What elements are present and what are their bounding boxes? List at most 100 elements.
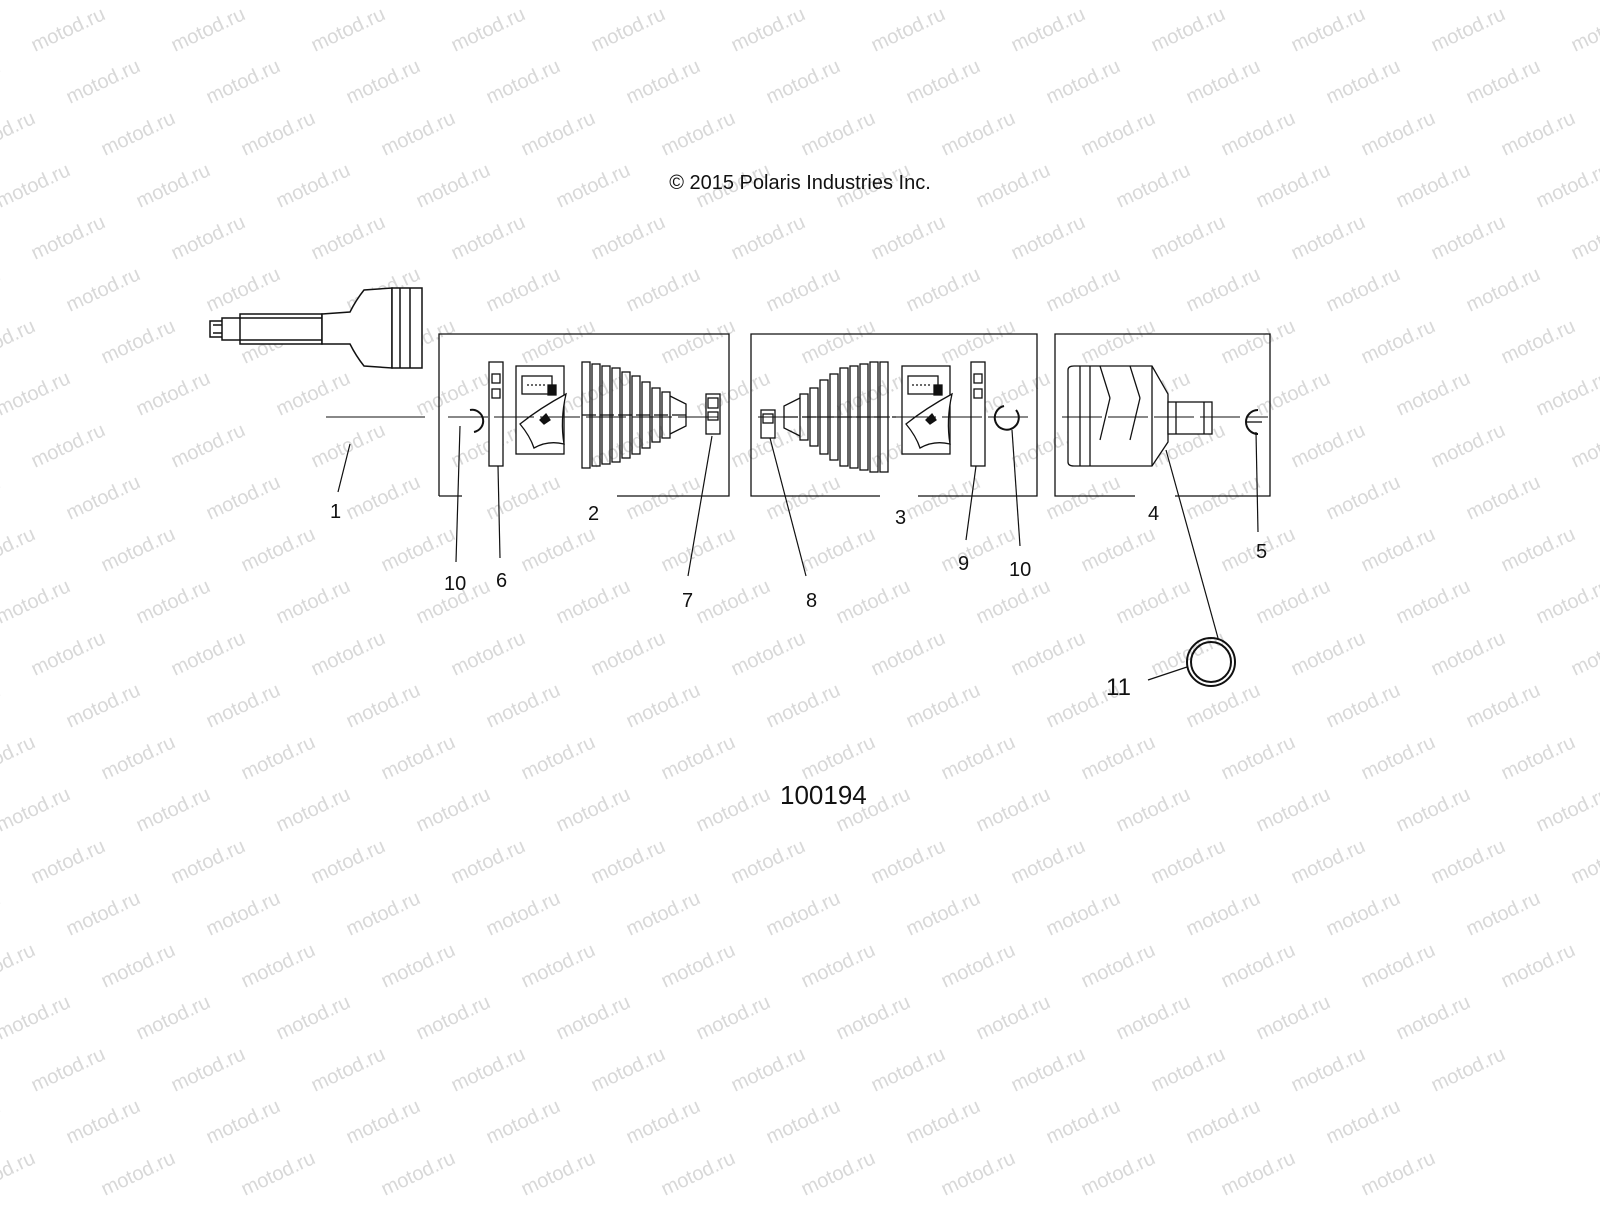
watermark-text: motod.ru	[343, 55, 424, 108]
watermark-text: motod.ru	[378, 523, 459, 576]
watermark-text: motod.ru	[1148, 3, 1229, 56]
watermark-text: motod.ru	[1393, 0, 1474, 5]
watermark-text: motod.ru	[203, 471, 284, 524]
watermark-text: motod.ru	[938, 315, 1019, 368]
watermark-text: motod.ru	[588, 1043, 669, 1096]
watermark-text: motod.ru	[1323, 263, 1404, 316]
watermark-text: motod.ru	[238, 939, 319, 992]
watermark-text: motod.ru	[1078, 523, 1159, 576]
watermark-text: motod.ru	[518, 523, 599, 576]
watermark-text: motod.ru	[903, 55, 984, 108]
watermark-text: motod.ru	[518, 939, 599, 992]
watermark-text: motod.ru	[518, 1147, 599, 1200]
watermark-text: motod.ru	[378, 107, 459, 160]
watermark-text: motod.ru	[0, 887, 4, 940]
watermark-text: motod.ru	[308, 211, 389, 264]
watermark-text: motod.ru	[1323, 679, 1404, 732]
watermark-text: motod.ru	[1253, 367, 1334, 420]
watermark-text: motod.ru	[63, 55, 144, 108]
watermark-text: motod.ru	[903, 263, 984, 316]
watermark-text: motod.ru	[1008, 211, 1089, 264]
watermark-text: motod.ru	[1218, 1147, 1299, 1200]
watermark-text: motod.ru	[1463, 55, 1544, 108]
watermark-text: motod.ru	[238, 731, 319, 784]
watermark-text: motod.ru	[938, 731, 1019, 784]
watermark-text: motod.ru	[1008, 835, 1089, 888]
watermark-text: motod.ru	[1183, 263, 1264, 316]
watermark-text: motod.ru	[623, 887, 704, 940]
watermark-text: motod.ru	[693, 991, 774, 1044]
watermark-text: motod.ru	[1463, 263, 1544, 316]
watermark-text: motod.ru	[1568, 3, 1600, 56]
watermark-text: motod.ru	[798, 315, 879, 368]
watermark-text: motod.ru	[1078, 1147, 1159, 1200]
watermark-text: motod.ru	[273, 575, 354, 628]
callout-5: 5	[1256, 541, 1267, 563]
watermark-text: motod.ru	[1428, 211, 1509, 264]
watermark-text: motod.ru	[448, 3, 529, 56]
watermark-text: motod.ru	[0, 263, 4, 316]
watermark-text: motod.ru	[28, 211, 109, 264]
watermark-text: motod.ru	[0, 731, 39, 784]
watermark-text: motod.ru	[273, 0, 354, 5]
watermark-text: motod.ru	[728, 3, 809, 56]
watermark-text: motod.ru	[273, 367, 354, 420]
watermark-text: motod.ru	[1078, 107, 1159, 160]
callout-10b: 10	[1009, 559, 1031, 581]
watermark-text: motod.ru	[1288, 627, 1369, 680]
watermark-text: motod.ru	[1428, 419, 1509, 472]
watermark-text: motod.ru	[1393, 367, 1474, 420]
watermark-text: motod.ru	[1113, 575, 1194, 628]
watermark-text: motod.ru	[343, 1095, 424, 1148]
watermark-text: motod.ru	[1463, 887, 1544, 940]
kit-3-inner-boot	[750, 333, 1038, 497]
watermark-text: motod.ru	[343, 679, 424, 732]
watermark-text: motod.ru	[0, 55, 4, 108]
watermark-text: motod.ru	[1288, 835, 1369, 888]
watermark-text: motod.ru	[0, 1147, 39, 1200]
watermark-text: motod.ru	[763, 887, 844, 940]
watermark-text: motod.ru	[833, 575, 914, 628]
watermark-text: motod.ru	[1393, 783, 1474, 836]
watermark-text: motod.ru	[693, 575, 774, 628]
watermark-text: motod.ru	[0, 471, 4, 524]
watermark-text: motod.ru	[798, 939, 879, 992]
watermark-text: motod.ru	[0, 367, 74, 420]
watermark-text: motod.ru	[798, 1147, 879, 1200]
watermark-text: motod.ru	[518, 315, 599, 368]
watermark-text: motod.ru	[588, 627, 669, 680]
watermark-text: motod.ru	[1568, 835, 1600, 888]
watermark-text: motod.ru	[203, 263, 284, 316]
watermark-text: motod.ru	[483, 1095, 564, 1148]
watermark-text: motod.ru	[588, 211, 669, 264]
watermark-text: motod.ru	[623, 471, 704, 524]
watermark-text: motod.ru	[203, 1095, 284, 1148]
watermark-text: motod.ru	[1463, 679, 1544, 732]
callout-9: 9	[958, 553, 969, 575]
watermark-text: motod.ru	[413, 367, 494, 420]
watermark-text: motod.ru	[28, 3, 109, 56]
watermark-text: motod.ru	[623, 1095, 704, 1148]
watermark-text: motod.ru	[1113, 0, 1194, 5]
watermark-text: motod.ru	[133, 0, 214, 5]
watermark-text: motod.ru	[308, 627, 389, 680]
watermark-text: motod.ru	[0, 0, 74, 5]
watermark-text: motod.ru	[973, 783, 1054, 836]
watermark-text: motod.ru	[1533, 783, 1600, 836]
watermark-text: motod.ru	[763, 55, 844, 108]
watermark-text: motod.ru	[1358, 939, 1439, 992]
watermark-text: motod.ru	[308, 835, 389, 888]
watermark-text: motod.ru	[28, 835, 109, 888]
watermark-text: motod.ru	[973, 575, 1054, 628]
watermark-text: motod.ru	[308, 1043, 389, 1096]
watermark-text: motod.ru	[1393, 575, 1474, 628]
watermark-text: motod.ru	[343, 471, 424, 524]
watermark-text: motod.ru	[903, 679, 984, 732]
watermark-text: motod.ru	[238, 1147, 319, 1200]
watermark-text: motod.ru	[938, 107, 1019, 160]
watermark-text: motod.ru	[63, 263, 144, 316]
watermark-text: motod.ru	[203, 55, 284, 108]
watermark-text: motod.ru	[168, 1043, 249, 1096]
watermark-text: motod.ru	[63, 887, 144, 940]
